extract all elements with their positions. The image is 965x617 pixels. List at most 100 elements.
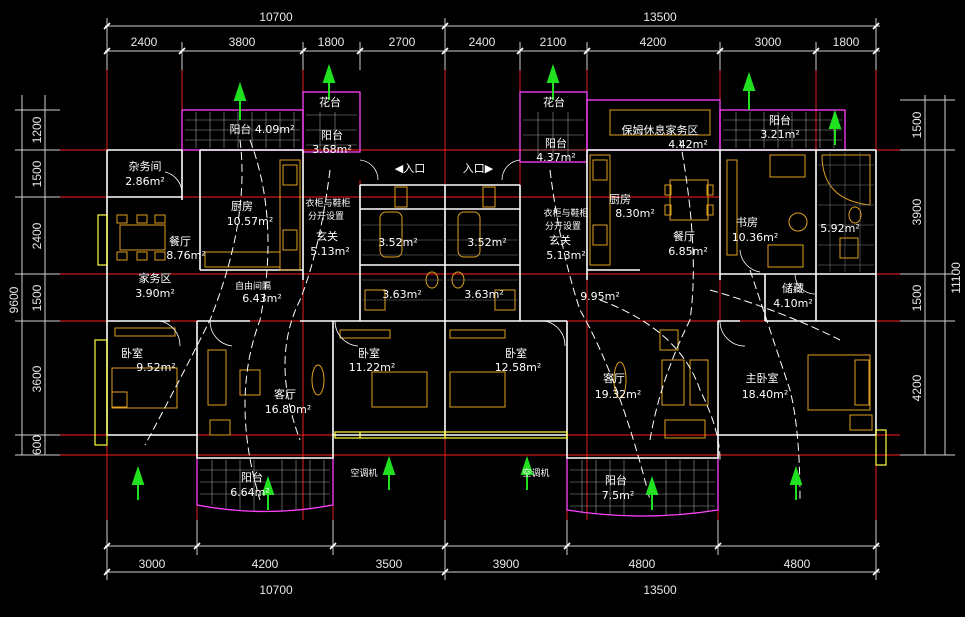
label-balcony-tr-name: 阳台 xyxy=(769,113,791,127)
label-balcony-left-area: 3.68m² xyxy=(312,143,352,156)
label-balcony-top-left: 阳台 4.09m² xyxy=(229,122,294,136)
label-bedroom-1: 卧室 xyxy=(121,346,143,360)
label-balcony-tr-area: 3.21m² xyxy=(760,128,800,141)
label-balcony-br-area: 7.5m² xyxy=(602,489,635,502)
dim-top-seg: 2400 xyxy=(131,35,158,49)
label-living-left-area: 16.80m² xyxy=(265,403,312,416)
label-foyer-left: 玄关 xyxy=(316,229,338,243)
label-corridor-area: 9.95m² xyxy=(580,290,620,303)
label-closet-right-2: 分开设置 xyxy=(545,221,581,232)
dim-left-seg: 1500 xyxy=(30,160,44,187)
label-living-left: 客厅 xyxy=(274,387,296,401)
label-bedroom-2: 卧室 xyxy=(358,346,380,360)
label-living-right: 客厅 xyxy=(603,371,625,385)
label-balcony-bl-area: 6.64m² xyxy=(230,486,270,499)
dim-top-seg: 3000 xyxy=(755,35,782,49)
dim-bottom-seg: 3500 xyxy=(376,557,403,571)
dim-bottom-seg: 3900 xyxy=(493,557,520,571)
label-balcony-left-name: 阳台 xyxy=(321,128,343,142)
label-dining-left-area: 8.76m² xyxy=(166,249,206,262)
label-kitchen-right: 厨房 xyxy=(609,193,631,206)
dim-bottom-seg: 3000 xyxy=(139,557,166,571)
walls xyxy=(106,149,877,459)
label-dining-right-area: 6.85m² xyxy=(668,245,708,258)
dim-bottom-seg: 4200 xyxy=(252,557,279,571)
dim-top-seg: 2400 xyxy=(469,35,496,49)
room-labels: 花台 花台 阳台 4.09m² 阳台 3.68m² 阳台 4.37m² 保姆休息… xyxy=(121,95,860,502)
dim-left-total: 9600 xyxy=(7,286,21,313)
label-ac-1: 空调机 xyxy=(350,467,377,479)
dimension-labels: 10700 13500 2400 3800 1800 2700 2400 210… xyxy=(7,10,963,597)
dimension-ticks xyxy=(103,22,880,576)
label-study-area: 10.36m² xyxy=(732,231,779,244)
dim-top-total-2: 13500 xyxy=(643,10,677,24)
label-master-bedroom-area: 18.40m² xyxy=(742,388,789,401)
label-bedroom-3-area: 12.58m² xyxy=(495,361,542,374)
label-balcony-br-name: 阳台 xyxy=(605,473,627,487)
label-flexible-area: 6.43m² xyxy=(242,292,282,305)
label-utility-area: 2.86m² xyxy=(125,175,165,188)
label-foyer-left-area: 5.13m² xyxy=(310,245,350,258)
label-bath-4: 3.63m² xyxy=(464,288,504,301)
label-bath-3: 3.63m² xyxy=(382,288,422,301)
label-entry-right: 入口▶ xyxy=(463,162,494,175)
dim-left-seg: 2400 xyxy=(30,222,44,249)
dim-bottom-total-1: 10700 xyxy=(259,583,293,597)
door-swings xyxy=(159,159,816,347)
label-utility-room: 杂务间 xyxy=(129,160,162,173)
dim-right-seg: 1500 xyxy=(910,284,924,311)
label-flexible: 自由间隔 xyxy=(235,280,271,292)
dim-top-seg: 2100 xyxy=(540,35,567,49)
label-dining-right: 餐厅 xyxy=(673,229,695,243)
label-kitchen-left-area: 10.57m² xyxy=(227,215,274,228)
label-storage: 储藏 xyxy=(782,281,804,295)
label-kitchen-left: 厨房 xyxy=(231,200,253,213)
dim-right-seg: 4200 xyxy=(910,374,924,401)
dim-right-seg: 1500 xyxy=(910,111,924,138)
dim-left-seg: 600 xyxy=(30,435,44,455)
dim-top-seg: 1800 xyxy=(833,35,860,49)
ventilation-arrows xyxy=(131,63,842,510)
label-hua-tai-right: 花台 xyxy=(543,95,565,109)
label-nanny-rest: 保姆休息家务区 xyxy=(622,123,699,137)
dim-bottom-seg: 4800 xyxy=(784,557,811,571)
dimension-lines xyxy=(15,18,955,580)
label-hua-tai-left: 花台 xyxy=(319,95,341,109)
dim-left-seg: 3600 xyxy=(30,365,44,392)
label-kitchen-right-area: 8.30m² xyxy=(615,207,655,220)
dim-top-seg: 4200 xyxy=(640,35,667,49)
label-master-bath: 5.92m² xyxy=(820,222,860,235)
label-closet-left-2: 分开设置 xyxy=(308,211,344,222)
label-bath-2: 3.52m² xyxy=(467,236,507,249)
dim-top-total-1: 10700 xyxy=(259,10,293,24)
label-entry-left: ◀入口 xyxy=(395,162,425,175)
label-dining-left: 餐厅 xyxy=(169,234,191,248)
dim-left-seg: 1500 xyxy=(30,284,44,311)
dim-right-total: 11100 xyxy=(949,262,963,294)
label-bedroom-3: 卧室 xyxy=(505,346,527,360)
bath-tiles xyxy=(362,152,874,301)
label-closet-left-1: 衣柜与鞋柜 xyxy=(305,197,350,209)
label-living-right-area: 19.32m² xyxy=(595,388,642,401)
label-foyer-right: 玄关 xyxy=(549,233,571,247)
label-study: 书房 xyxy=(736,216,758,229)
dim-top-seg: 1800 xyxy=(318,35,345,49)
label-housework: 家务区 xyxy=(139,271,172,285)
label-bedroom-2-area: 11.22m² xyxy=(349,361,396,374)
label-nanny-area: 4.42m² xyxy=(668,138,708,151)
label-master-bedroom: 主卧室 xyxy=(746,371,779,385)
label-balcony-bl-name: 阳台 xyxy=(241,470,263,484)
windows xyxy=(94,214,887,466)
dim-top-seg: 2700 xyxy=(389,35,416,49)
label-ac-2: 空调机 xyxy=(522,467,549,479)
dim-bottom-total-2: 13500 xyxy=(643,583,677,597)
label-foyer-right-area: 5.13m² xyxy=(546,249,586,262)
dim-right-seg: 3900 xyxy=(910,198,924,225)
label-balcony-right-area: 4.37m² xyxy=(536,151,576,164)
label-bedroom-1-area: 9.52m² xyxy=(136,361,176,374)
label-storage-area: 4.10m² xyxy=(773,297,813,310)
label-bath-1: 3.52m² xyxy=(378,236,418,249)
label-balcony-right-name: 阳台 xyxy=(545,136,567,150)
label-housework-area: 3.90m² xyxy=(135,287,175,300)
